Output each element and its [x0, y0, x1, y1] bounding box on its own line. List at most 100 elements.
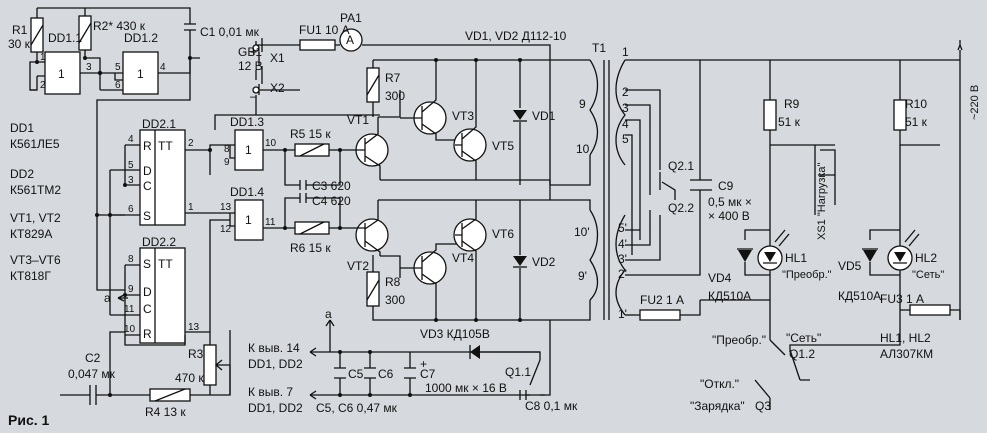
gate-symbol: 1 — [137, 67, 144, 81]
pin-12: 12 — [220, 224, 232, 235]
switch-otkl: "Откл." — [700, 377, 739, 391]
figure-caption: Рис. 1 — [8, 412, 50, 428]
C7-value: 1000 мк × 16 В — [425, 381, 507, 395]
plus-sign: + — [250, 45, 257, 59]
Q1.1-label: Q1.1 — [505, 365, 531, 379]
gate-symbol: 1 — [245, 143, 252, 157]
diode-VD3 — [470, 345, 480, 359]
VD5-label: VD5 — [838, 259, 862, 273]
pin-5: 5 — [115, 62, 121, 73]
fuse-FU1 — [299, 39, 336, 51]
X2-label: X2 — [270, 81, 285, 95]
tap-10: 10 — [576, 142, 590, 156]
pin-5: 5 — [128, 160, 134, 171]
VD1-VD2-label: VD1, VD2 Д112-10 — [465, 29, 567, 43]
dd1-type: К561ЛЕ5 — [10, 137, 60, 151]
pin-6: 6 — [115, 80, 121, 91]
tap-3p: 3' — [618, 252, 627, 266]
tap-1p: 1' — [618, 307, 627, 321]
VT6-label: VT6 — [492, 227, 514, 241]
R7-label: R7 — [385, 71, 401, 85]
FU2-label: FU2 1 А — [640, 293, 684, 307]
pin-8: 8 — [224, 144, 230, 155]
R4-label: R4 13 к — [145, 405, 186, 419]
pin7-parts: DD1, DD2 — [248, 401, 303, 415]
C6-label: C6 — [378, 367, 394, 381]
tap-2: 2 — [622, 85, 629, 99]
C4-label: C4 620 — [312, 194, 351, 208]
C5-C6-value: C5, C6 0,47 мк — [316, 401, 398, 415]
drivers — [209, 129, 350, 290]
node-a-top: a — [325, 307, 332, 321]
pin-8: 8 — [128, 254, 134, 265]
R8-label: R8 — [385, 275, 401, 289]
pin14-label: К выв. 14 — [248, 341, 300, 355]
Q3-label: Q3 — [755, 399, 771, 413]
tap-1: 1 — [622, 45, 629, 59]
R10-value: 51 к — [905, 115, 928, 129]
dd2-type: К561ТМ2 — [10, 183, 61, 197]
timing-and-filter — [60, 319, 551, 405]
VT1-label: VT1 — [347, 113, 369, 127]
DD1.4-label: DD1.4 — [230, 185, 264, 199]
HL2-caption: "Сеть" — [912, 269, 944, 281]
R10-label: R10 — [905, 97, 927, 111]
R2-label: R2* 430 к — [93, 19, 146, 33]
C8-label: C8 0,1 мк — [525, 399, 578, 413]
flipflop-DD2.2 — [139, 247, 186, 344]
Q2.1-label: Q2.1 — [668, 159, 694, 173]
VT3-label: VT3 — [452, 109, 474, 123]
GB1-label: GB1 — [238, 45, 262, 59]
fuse-FU2 — [639, 309, 681, 321]
pin-10: 10 — [265, 138, 277, 149]
DD1.3-label: DD1.3 — [230, 115, 264, 129]
tap-5: 5 — [622, 132, 629, 146]
ff2-TT: TT — [158, 257, 173, 271]
flip-flops — [95, 129, 230, 346]
R9-label: R9 — [784, 97, 800, 111]
oscillator — [29, 7, 200, 216]
tap-2p: 2' — [618, 267, 627, 281]
resistor-R3 — [203, 344, 217, 386]
Q1.2-label: Q1.2 — [789, 347, 815, 361]
R7-value: 300 — [385, 89, 405, 103]
vt36-type: КТ818Г — [10, 269, 51, 283]
vt36-ref: VT3–VT6 — [10, 253, 61, 267]
VT2-label: VT2 — [347, 259, 369, 273]
pin-13: 13 — [188, 322, 200, 333]
HL2-label: HL2 — [915, 251, 937, 265]
vt12-type: КТ829А — [10, 227, 52, 241]
pin-11: 11 — [265, 217, 276, 228]
tap-9p: 9' — [578, 269, 587, 283]
ff-S: S — [143, 209, 151, 223]
VD2-label: VD2 — [532, 255, 556, 269]
dd1-ref: DD1 — [10, 121, 34, 135]
ff2-D: D — [143, 285, 152, 299]
flipflop-DD2.1 — [139, 129, 186, 226]
PA1-symbol: A — [346, 33, 354, 47]
node-a-left: a — [104, 291, 111, 305]
hl12-ref: HL1, HL2 — [880, 331, 931, 345]
C1-label: C1 0,01 мк — [200, 25, 260, 39]
DD1.2-label: DD1.2 — [124, 31, 158, 45]
pin-1: 1 — [40, 52, 46, 63]
pin-4: 4 — [128, 134, 134, 145]
ff2-S: S — [143, 257, 151, 271]
transistor-VT2 — [355, 218, 389, 252]
DD1.1-label: DD1.1 — [48, 31, 82, 45]
R9-value: 51 к — [778, 115, 801, 129]
power-input — [214, 28, 551, 185]
GB1-value: 12 В — [238, 59, 263, 73]
R8-value: 300 — [385, 293, 405, 307]
R3-label: R3 — [188, 347, 204, 361]
FU1-label: FU1 10 А — [299, 23, 350, 37]
pin-6: 6 — [128, 204, 134, 215]
VD4-label: VD4 — [708, 271, 732, 285]
HL1-label: HL1 — [785, 251, 807, 265]
DD2.2-label: DD2.2 — [142, 235, 176, 249]
gate-DD1.4 — [234, 199, 264, 241]
FU3-label: FU3 1 А — [880, 292, 924, 306]
R3-value: 470 к — [175, 371, 204, 385]
C5-label: C5 — [348, 367, 364, 381]
tap-5p: 5' — [618, 221, 627, 235]
